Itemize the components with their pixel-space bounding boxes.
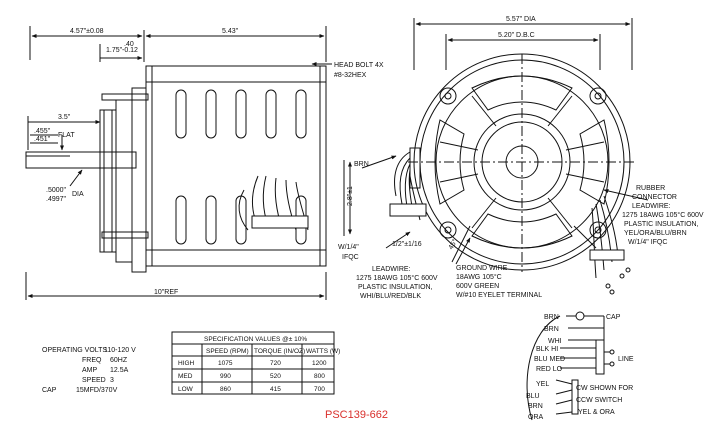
dim-side: 2.8"±1 <box>347 186 354 206</box>
spec-header: WATTS (W) <box>306 348 340 355</box>
rating-value: 3 <box>110 377 114 384</box>
rubber-label-3: LEADWIRE: <box>632 203 671 210</box>
wire-label: BRN <box>528 403 543 410</box>
wire-label: BRN <box>544 326 559 333</box>
ground-label-1: GROUND WIRE <box>456 265 508 272</box>
dim-wire-ifqc: IFQC <box>342 254 359 261</box>
lead-label-2: 1275 18AWG 105°C 600V <box>356 274 438 282</box>
rating-value: 12.5A <box>110 367 129 374</box>
ground-label-2: 18AWG 105°C <box>456 273 502 281</box>
dim-wire-w: W/1/4" <box>338 244 359 251</box>
spec-cell: 720 <box>270 360 281 367</box>
rubber-label-5: PLASTIC INSULATION, <box>624 221 699 228</box>
dim-flat-word: FLAT <box>58 132 75 139</box>
dim-offset-top: .40 <box>124 41 134 48</box>
rating-key: OPERATING VOLTS <box>42 347 107 354</box>
ground-label-3: 600V GREEN <box>456 283 499 290</box>
spec-cell: HIGH <box>178 360 195 367</box>
spec-cell: MED <box>178 373 193 380</box>
spec-table: SPECIFICATION VALUES @± 10% SPEED (RPM) … <box>178 336 340 393</box>
spec-cell: 800 <box>314 373 325 380</box>
spec-header: SPEED (RPM) <box>206 348 249 355</box>
wire-note: CCW SWITCH <box>576 397 622 404</box>
spec-table-title: SPECIFICATION VALUES @± 10% <box>204 336 307 343</box>
rubber-label-6: YEL/ORA/BLU/BRN <box>624 230 687 237</box>
wire-label: BRN <box>544 314 559 321</box>
wire-label: BLU <box>526 393 540 400</box>
rating-value: 15MFD/370V <box>76 387 118 394</box>
dim-stator: 5.43" <box>222 28 239 35</box>
spec-header: TORQUE (IN/OZ) <box>254 348 305 355</box>
dim-body-dia: 5.57" DIA <box>506 16 536 23</box>
dim-flat-1: .455" <box>34 128 51 135</box>
rubber-label-7: W/1/4" IFQC <box>628 239 667 246</box>
dim-bolt-circle: 5.20" D.B.C <box>498 32 535 39</box>
spec-cell: 860 <box>220 386 231 393</box>
ratings-block: OPERATING VOLTS 110-120 V FREQ 60HZ AMP … <box>42 347 136 394</box>
dim-dia-1: .5000" <box>46 187 67 194</box>
rating-value: 60HZ <box>110 357 128 364</box>
head-bolt-label-2: #8-32HEX <box>334 72 367 79</box>
spec-cell: 1075 <box>218 360 233 367</box>
wire-note: YEL & ORA <box>578 409 615 416</box>
lead-label-3: PLASTIC INSULATION, <box>358 284 433 291</box>
wire-label: LINE <box>618 356 634 363</box>
dim-dia-2: .4997" <box>46 196 67 203</box>
model-code: PSC139-662 <box>325 409 388 421</box>
dim-offset-1: 1.75" <box>106 47 123 54</box>
lead-label-4: WHI/BLU/RED/BLK <box>360 293 421 300</box>
dim-flat-2: .451" <box>34 136 51 143</box>
head-bolt-label-1: HEAD BOLT 4X <box>334 62 384 69</box>
rating-key: SPEED <box>82 377 106 384</box>
dim-offset-2: -0.12 <box>122 47 138 54</box>
rating-key: CAP <box>42 387 57 394</box>
dim-overall-ref: 10"REF <box>154 289 178 296</box>
spec-table-grid <box>171 331 335 395</box>
lead-label-1: LEADWIRE: <box>372 266 411 273</box>
spec-cell: LOW <box>178 386 194 393</box>
rating-value: 110-120 V <box>104 347 136 354</box>
wire-note: CW SHOWN FOR <box>576 385 633 392</box>
rubber-label-4: 1275 18AWG 105°C 600V <box>622 211 704 219</box>
spec-cell: 415 <box>270 386 281 393</box>
spec-cell: 1200 <box>312 360 327 367</box>
side-view <box>25 26 332 300</box>
wiring-labels: BRN CAP BRN WHI BLK HI BLU MED RED LO LI… <box>526 314 634 421</box>
rating-key: AMP <box>82 367 98 374</box>
spec-cell: 990 <box>220 373 231 380</box>
rubber-label-1: RUBBER <box>636 185 665 192</box>
wire-label: BLU MED <box>534 356 565 363</box>
dim-dia-word: DIA <box>72 191 84 198</box>
spec-cell: 700 <box>314 386 325 393</box>
ground-label-4: W/#10 EYELET TERMINAL <box>456 292 542 299</box>
spec-cell: 520 <box>270 373 281 380</box>
wire-label: CAP <box>606 314 621 321</box>
wiring-schematic <box>526 311 615 421</box>
wire-label: ORA <box>528 414 544 421</box>
label-brn: BRN <box>354 161 369 168</box>
dim-shaft-length: 3.5" <box>58 114 71 121</box>
rating-key: FREQ <box>82 357 102 364</box>
wire-label: YEL <box>536 381 549 388</box>
wire-label: RED LO <box>536 366 563 373</box>
end-view <box>343 18 649 295</box>
wire-label: WHI <box>548 338 562 345</box>
rubber-label-2: CONNECTOR <box>632 194 677 201</box>
dim-overall-left: 4.57"±0.08 <box>70 28 104 35</box>
wire-label: BLK HI <box>536 346 558 353</box>
dim-lead: 1/2"±1/16 <box>392 241 422 248</box>
